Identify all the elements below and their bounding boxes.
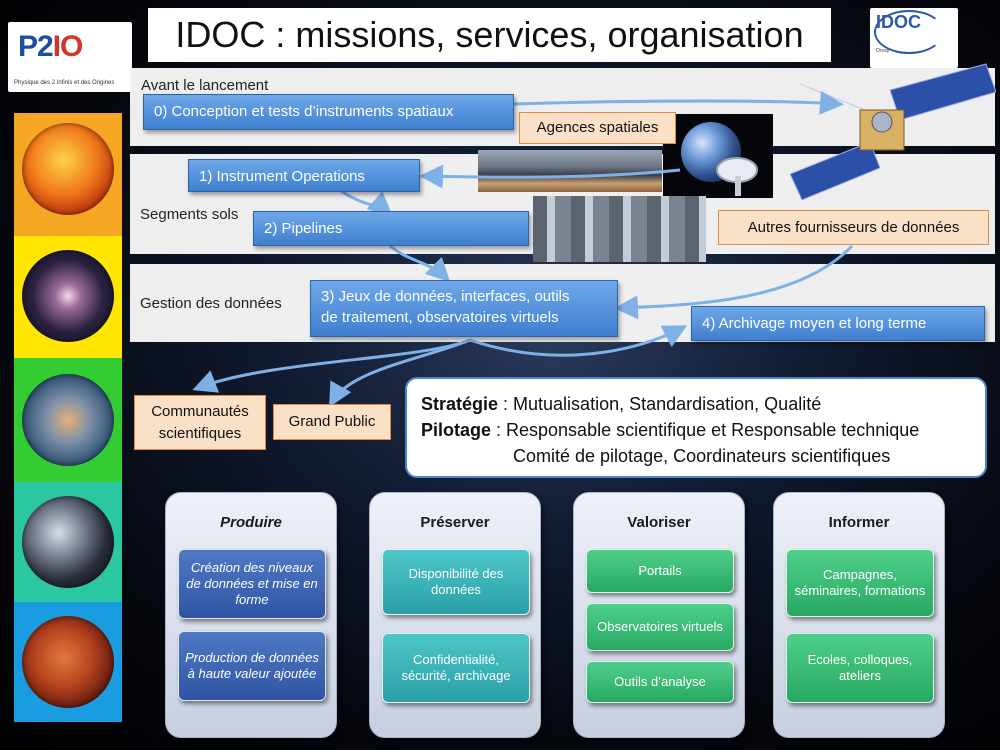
communities-box-line2: scientifiques xyxy=(135,423,265,445)
tile-analysis-tools: Outils d’analyse xyxy=(586,661,734,703)
column-title: Produire xyxy=(166,514,336,531)
launch-design-box: 0) Conception et tests d’instruments spa… xyxy=(143,94,514,130)
column-title: Valoriser xyxy=(574,514,744,531)
tile-campaigns-training: Campagnes, séminaires, formations xyxy=(786,549,934,617)
arrow-agencies-to-operations xyxy=(425,170,680,177)
archiving-box: 4) Archivage moyen et long terme xyxy=(691,306,985,341)
column-title: Préserver xyxy=(370,514,540,531)
column-title: Informer xyxy=(774,514,944,531)
strategy-box: Stratégie : Mutualisation, Standardisati… xyxy=(405,377,987,478)
strategy-line: Stratégie : Mutualisation, Standardisati… xyxy=(421,391,971,417)
arrow-providers-to-datasets xyxy=(620,246,852,308)
pilotage-text: : Responsable scientifique et Responsabl… xyxy=(491,420,919,440)
column-valoriser: Valoriser Portails Observatoires virtuel… xyxy=(573,492,745,738)
strategy-text: : Mutualisation, Standardisation, Qualit… xyxy=(498,394,821,414)
communities-box-line1: Communautés xyxy=(135,401,265,423)
column-preserver: Préserver Disponibilité des données Conf… xyxy=(369,492,541,738)
tile-data-availability: Disponibilité des données xyxy=(382,549,530,615)
instrument-operations-box: 1) Instrument Operations xyxy=(188,159,420,192)
pipelines-box: 2) Pipelines xyxy=(253,211,529,246)
tile-high-value-data: Production de données à haute valeur ajo… xyxy=(178,631,326,701)
datasets-box-line2: de traitement, observatoires virtuels xyxy=(321,307,607,328)
tile-virtual-observatories: Observatoires virtuels xyxy=(586,603,734,651)
arrow-pipelines-to-datasets xyxy=(390,246,446,278)
pilotage-label: Pilotage xyxy=(421,420,491,440)
arrow-launch-to-satellite xyxy=(514,101,838,104)
tile-production-levels: Création des niveaux de données et mise … xyxy=(178,549,326,619)
tile-portals: Portails xyxy=(586,549,734,593)
pilotage-line: Pilotage : Responsable scientifique et R… xyxy=(421,417,971,443)
other-providers-box: Autres fournisseurs de données xyxy=(718,210,989,245)
datasets-box-line1: 3) Jeux de données, interfaces, outils xyxy=(321,286,607,307)
strategy-label: Stratégie xyxy=(421,394,498,414)
column-produire: Produire Création des niveaux de données… xyxy=(165,492,337,738)
tile-security-archiving: Confidentialité, sécurité, archivage xyxy=(382,633,530,703)
agencies-box: Agences spatiales xyxy=(519,112,676,144)
tile-schools-workshops: Ecoles, colloques, ateliers xyxy=(786,633,934,703)
arrow-operations-to-pipelines xyxy=(340,190,388,212)
public-box: Grand Public xyxy=(273,404,391,440)
pilotage-line-2: Comité de pilotage, Coordinateurs scient… xyxy=(421,443,971,469)
communities-box: Communautés scientifiques xyxy=(134,395,266,450)
column-informer: Informer Campagnes, séminaires, formatio… xyxy=(773,492,945,738)
datasets-box: 3) Jeux de données, interfaces, outils d… xyxy=(310,280,618,337)
